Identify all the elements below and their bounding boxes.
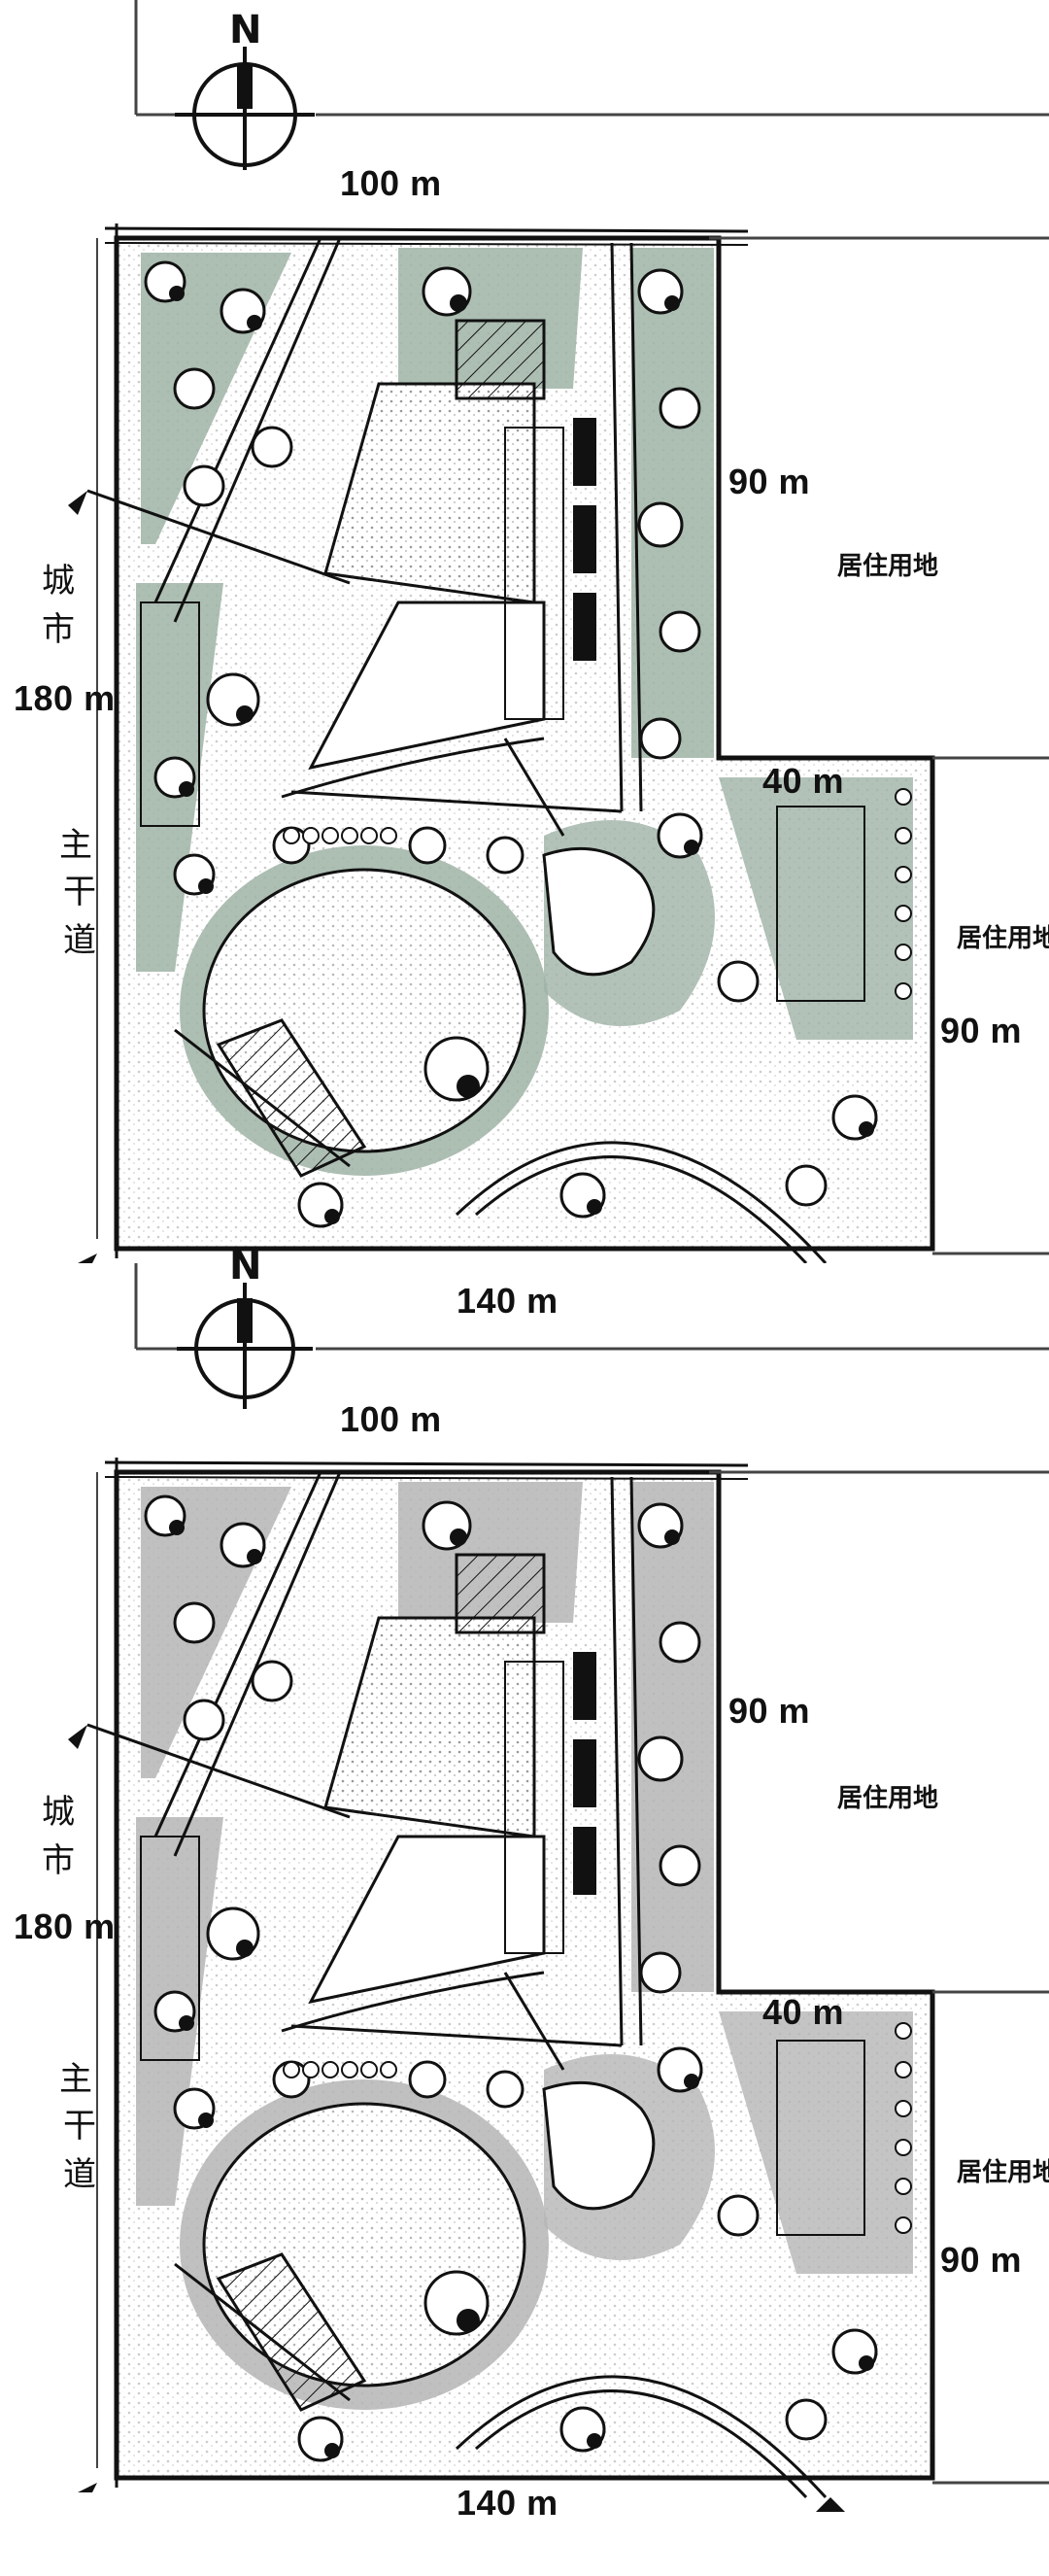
- land-use-lower: 居住用地: [957, 2157, 1049, 2186]
- tree-icons: [144, 260, 878, 1228]
- dim-right-upper: 90 m: [728, 462, 811, 501]
- tree-shadows: [169, 1520, 874, 2458]
- site-plan-panel-gray: N 100 m 90 m 40 m 90 m 180 m 140 m 居住用地 …: [0, 1244, 1049, 2526]
- dim-top: 100 m: [340, 163, 442, 203]
- structures: [140, 1553, 865, 2412]
- road-label-char: 道: [63, 921, 96, 960]
- road-label-char: 市: [42, 1841, 75, 1880]
- site-plan-drawing: [68, 1263, 1049, 2512]
- road-label-char: 干: [63, 873, 96, 911]
- dim-right-lower: 90 m: [940, 2240, 1023, 2280]
- dim-bottom: 140 m: [457, 2483, 558, 2523]
- road-label-char: 主: [59, 2060, 92, 2099]
- road-label-char: 市: [42, 610, 75, 649]
- land-use-upper: 居住用地: [837, 1783, 939, 1812]
- road-label-char: 城: [42, 562, 75, 601]
- structures: [140, 319, 865, 1178]
- road-label-char: 干: [63, 2107, 96, 2146]
- road-label-char: 道: [63, 2155, 96, 2194]
- entrance-markers: [68, 1725, 845, 2512]
- dim-left: 180 m: [14, 678, 116, 718]
- land-use-upper: 居住用地: [837, 551, 939, 580]
- shrub-rows: [283, 2022, 912, 2234]
- north-arrow-icon: [177, 1283, 313, 1409]
- road-label-char: 城: [42, 1793, 75, 1832]
- entrance-markers: [68, 491, 97, 1263]
- land-use-lower: 居住用地: [957, 923, 1049, 952]
- north-label: N: [229, 8, 262, 52]
- dim-lower-right: 40 m: [762, 761, 845, 801]
- dim-bottom: 140 m: [457, 1281, 558, 1321]
- dim-lower-right: 40 m: [762, 1992, 845, 2032]
- dim-left: 180 m: [14, 1906, 116, 1946]
- dim-top: 100 m: [340, 1399, 442, 1439]
- dim-right-upper: 90 m: [728, 1691, 811, 1731]
- north-label: N: [229, 1244, 262, 1288]
- tree-shadows: [169, 286, 874, 1224]
- shrub-rows: [283, 788, 912, 1000]
- site-plan-panel-colored: N 100 m 90 m 40 m 90 m 180 m 140 m 居住用地 …: [0, 0, 1049, 1321]
- pathways: [86, 237, 828, 1263]
- dim-right-lower: 90 m: [940, 1011, 1023, 1050]
- site-plan-drawing: [68, 0, 1049, 1263]
- north-arrow-icon: [175, 47, 315, 170]
- road-label-char: 主: [59, 826, 92, 865]
